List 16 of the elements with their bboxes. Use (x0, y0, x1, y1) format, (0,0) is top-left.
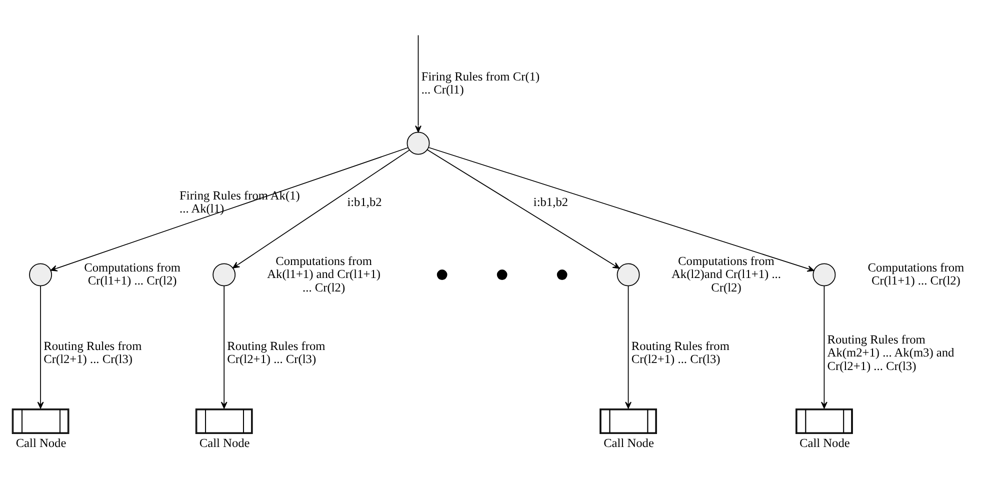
edge-label: Routing Rules from Cr(l2+1) ... Cr(l3) (44, 338, 142, 366)
node-label: Computations from Ak(l1+1) and Cr(l1+1) ... Cr(l2) (267, 253, 380, 294)
node-label: Computations from Cr(l1+1) ... Cr(l2) (868, 260, 964, 288)
edge-label: Routing Rules from Cr(l2+1) ... Cr(l3) (631, 338, 730, 366)
node-label: Call Node (16, 436, 66, 450)
edge-label: i:b1,b2 (533, 194, 568, 209)
edge-label: Routing Rules from Cr(l2+1) ... Cr(l3) (227, 338, 326, 366)
node-label: Call Node (799, 436, 850, 450)
node-label: Call Node (199, 436, 250, 450)
node-label: Computations from Cr(l1+1) ... Cr(l2) (84, 260, 181, 288)
edge-label: Firing Rules from Cr(1) ... Cr(l1) (421, 68, 540, 96)
node-label: Call Node (604, 436, 654, 450)
node-label: Computations from Ak(l2)and Cr(l1+1) ... Cr(l2) (672, 253, 781, 294)
edge-label: Routing Rules from Ak(m2+1) ... Ak(m3) and Cr(l2+1) ... Cr(l3) (827, 332, 954, 372)
edge-label: Firing Rules from Ak(1) ... Ak(l1) (180, 188, 300, 216)
edge-label: i:b1,b2 (347, 194, 382, 209)
